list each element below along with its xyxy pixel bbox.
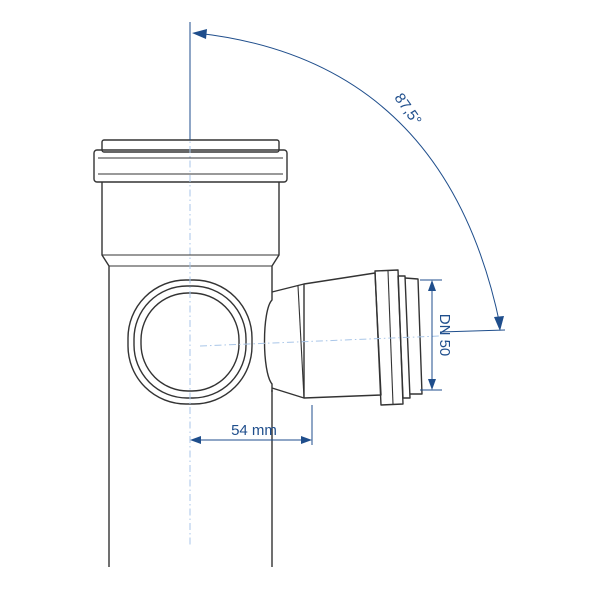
angle-dimension: 87,5°: [189, 22, 506, 333]
diameter-dimension: DN 50: [420, 279, 453, 391]
arrowhead: [428, 280, 436, 291]
offset-label: 54 mm: [231, 422, 277, 439]
arrowhead: [192, 29, 207, 39]
angle-arc: [195, 32, 501, 326]
opening-outer: [127, 279, 253, 405]
branch-ring-outer: [374, 269, 404, 406]
angle-label: 87,5°: [391, 90, 425, 129]
branch-socket: [303, 272, 382, 399]
angle-extension-line: [439, 329, 506, 333]
dn-label: DN 50: [436, 314, 453, 357]
arrowhead: [301, 436, 312, 444]
arrowhead: [494, 316, 504, 331]
side-branch: [263, 269, 423, 406]
branch-ring-line: [387, 270, 394, 405]
pipe-right-wall-upper: [271, 182, 280, 283]
arrowhead: [190, 436, 201, 444]
pipe-left-wall: [101, 182, 110, 567]
branch-top-edge: [271, 283, 305, 293]
front-opening: [127, 279, 253, 405]
branch-centerline: [199, 335, 441, 347]
branch-bottom-edge: [271, 387, 305, 399]
branch-joint: [297, 285, 305, 399]
branch-ring-inner: [397, 275, 411, 399]
arrowhead: [428, 379, 436, 390]
offset-dimension: 54 mm: [190, 405, 313, 445]
branch-fillet: [263, 283, 273, 392]
